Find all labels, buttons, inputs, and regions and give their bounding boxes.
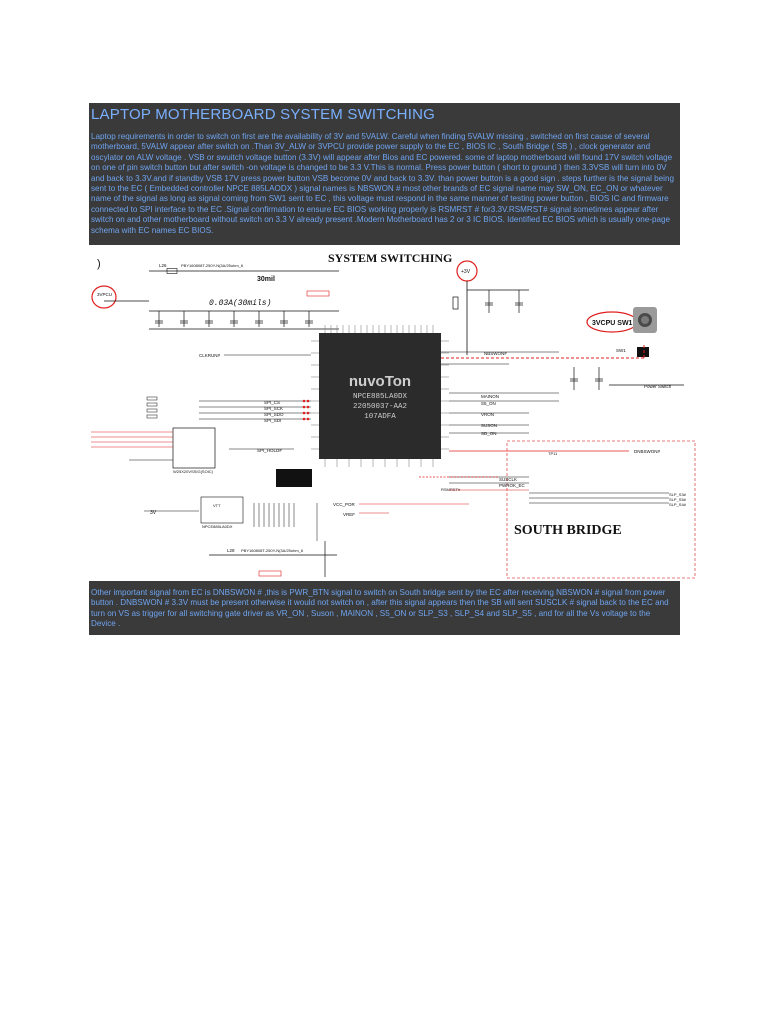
label-3v-bottom: 3V xyxy=(150,510,157,516)
label-dnbswon: DNBSWON# xyxy=(634,449,660,454)
label-rsmrst: RSMRST# xyxy=(441,487,461,492)
label-3vpcu: 3VPCU xyxy=(97,292,112,297)
label-vcc-por: VCC_POR xyxy=(333,502,356,507)
label-3v: +3V xyxy=(461,269,471,275)
label-spi-hold: SPI_HOLD# xyxy=(257,448,282,453)
label-bios-ic: W25X20VSSIG(SOIC) xyxy=(173,469,214,474)
label-sd-on: SD_ON xyxy=(481,431,497,436)
label-pwrok: PWROK_EC xyxy=(499,483,526,488)
schematic-figure: ) SYSTEM SWITCHING L26 PBY160808T-250Y-N… xyxy=(89,245,696,581)
label-vtt: VTT xyxy=(213,503,221,508)
label-s5on: S5_ON xyxy=(481,401,496,406)
schematic-heading: SYSTEM SWITCHING xyxy=(328,251,452,265)
label-susclk: SUSCLK xyxy=(499,477,517,482)
label-tp: TP11 xyxy=(548,451,558,456)
label-spi-sck: SPI_SCK xyxy=(264,406,283,411)
small-component xyxy=(276,469,312,487)
label-slp-s4: SLP_S4# xyxy=(669,502,687,507)
label-power-switch: Power Switch xyxy=(644,384,672,389)
power-switch-photo xyxy=(633,307,657,357)
chip-lot: 107ADFA xyxy=(364,413,396,421)
label-slp-s5: SLP_S5# xyxy=(669,497,687,502)
article-title: LAPTOP MOTHERBOARD SYSTEM SWITCHING xyxy=(91,106,435,123)
label-nbswon: NBSWON# xyxy=(484,351,507,356)
south-bridge-region xyxy=(506,440,696,579)
label-l26: L26 xyxy=(159,263,167,268)
label-suson: SUSON xyxy=(481,423,497,428)
label-slp-s3: SLP_S3# xyxy=(669,492,687,497)
3vpcu-annotation-circle xyxy=(91,285,117,309)
label-spi-cs: SPI_CS xyxy=(264,400,280,405)
label-clkrun: CLKRUN# xyxy=(199,353,221,358)
chip-code: 22050037-AA2 xyxy=(353,403,407,411)
label-vron: VRON xyxy=(481,412,494,417)
label-vref: VREF xyxy=(343,512,355,517)
label-ec-part-small: NPCE885LA0DX xyxy=(202,524,233,529)
label-l28: L28 xyxy=(227,548,235,553)
ferrite-label-top: PBY160808T-250Y-N(3A/25ohm_6 xyxy=(181,263,244,268)
ferrite-label-bottom: PBY160808T-250Y-N(3A/25ohm_6 xyxy=(241,548,304,553)
chip-brand: nuvoTon xyxy=(349,373,411,390)
article-paragraph-2: Other important signal from EC is DNBSWO… xyxy=(91,588,669,629)
label-sw1: SW1 xyxy=(616,348,626,353)
ec-chip: nuvoTon NPCE885LA0DX 22050037-AA2 107ADF… xyxy=(311,325,449,467)
bios-ic xyxy=(172,427,216,469)
label-mainon: MAINON xyxy=(481,394,499,399)
label-spi-sdo: SPI_SDO xyxy=(264,412,284,417)
label-spi-sdi: SPI_SDI xyxy=(264,418,281,423)
label-current: 0.03A(30mils) xyxy=(209,299,271,308)
chip-part: NPCE885LA0DX xyxy=(353,393,408,401)
article-paragraph-1: Laptop requirements in order to switch o… xyxy=(91,132,674,235)
bracket-mark: ) xyxy=(97,258,101,270)
south-bridge-label: SOUTH BRIDGE xyxy=(514,523,622,538)
label-3vcpu-sw1: 3VCPU SW1 xyxy=(592,320,633,327)
label-30mil: 30mil xyxy=(257,276,275,283)
